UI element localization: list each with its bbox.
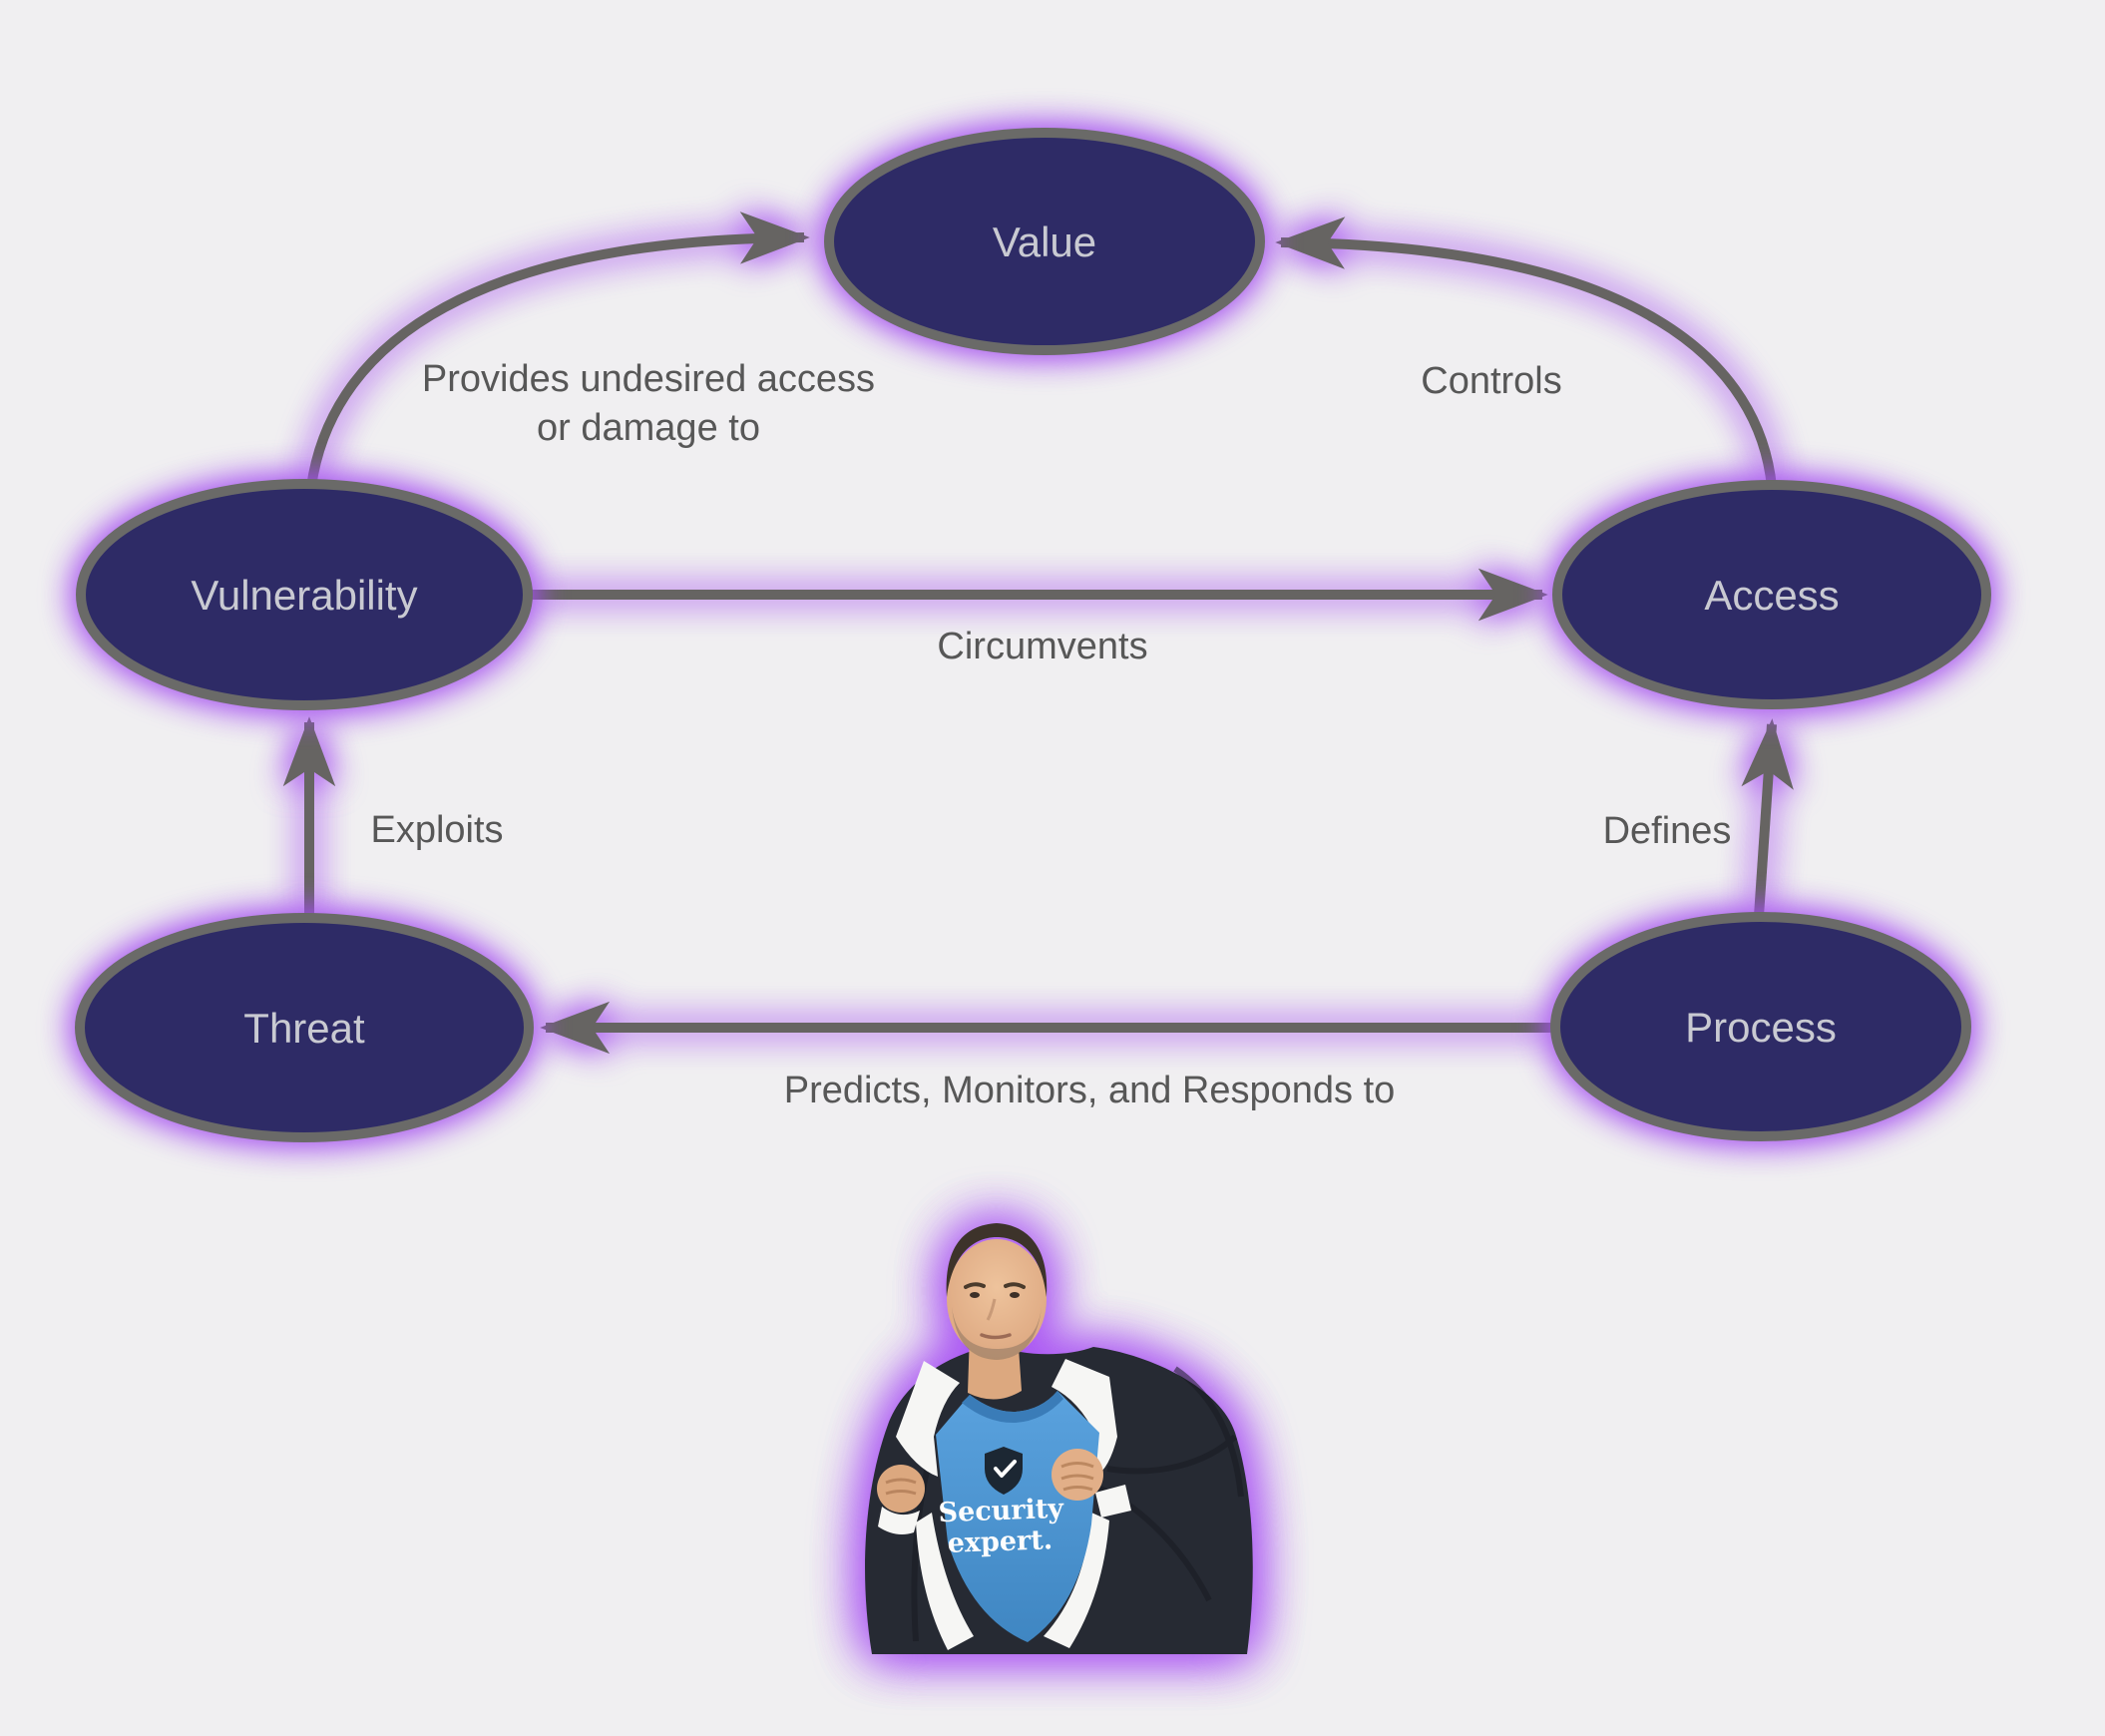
edge-labels: Provides undesired access or damage to C… <box>370 358 1731 1111</box>
node-threat <box>75 913 534 1142</box>
node-value-label: Value <box>993 218 1096 265</box>
edges <box>282 212 1794 1055</box>
hair <box>946 1223 1048 1297</box>
edge-label-provides-line1: Provides undesired access <box>422 358 875 400</box>
node-access <box>1552 480 1991 709</box>
edge-process-to-access <box>1741 718 1794 917</box>
tee-shirt <box>936 1391 1099 1642</box>
edge-label-defines: Defines <box>1603 810 1732 852</box>
head <box>947 1239 1047 1359</box>
node-labels: Value Vulnerability Access Threat Proces… <box>191 218 1839 1052</box>
security-expert-photo: Security expert. <box>865 1223 1253 1654</box>
node-vulnerability-label: Vulnerability <box>191 572 417 619</box>
edge-label-exploits: Exploits <box>370 809 503 851</box>
edge-label-circumvents: Circumvents <box>937 626 1147 667</box>
node-vulnerability <box>76 479 533 710</box>
right-hand <box>1052 1449 1131 1518</box>
beard-stubble <box>952 1307 1042 1360</box>
face-features <box>964 1282 1026 1340</box>
shirt-text-line1: Security <box>938 1494 1065 1528</box>
node-process <box>1550 912 1971 1141</box>
tee-neckline <box>962 1391 1063 1424</box>
node-process-label: Process <box>1685 1004 1837 1051</box>
node-value <box>824 128 1265 355</box>
shirt-text: Security expert. <box>938 1494 1065 1559</box>
edge-vulnerability-to-value <box>306 212 810 488</box>
edge-label-controls: Controls <box>1421 360 1562 402</box>
nodes <box>75 128 1991 1142</box>
left-hand <box>877 1465 925 1534</box>
node-access-label: Access <box>1704 572 1839 619</box>
shirt-collar <box>896 1359 1117 1650</box>
shield-check-icon <box>985 1447 1023 1495</box>
shirt-text-line2: expert. <box>947 1524 1052 1559</box>
node-threat-label: Threat <box>243 1005 365 1052</box>
edge-access-to-value <box>1275 217 1777 488</box>
edge-label-predicts: Predicts, Monitors, and Responds to <box>784 1070 1396 1111</box>
edge-label-provides-line2: or damage to <box>537 407 760 449</box>
